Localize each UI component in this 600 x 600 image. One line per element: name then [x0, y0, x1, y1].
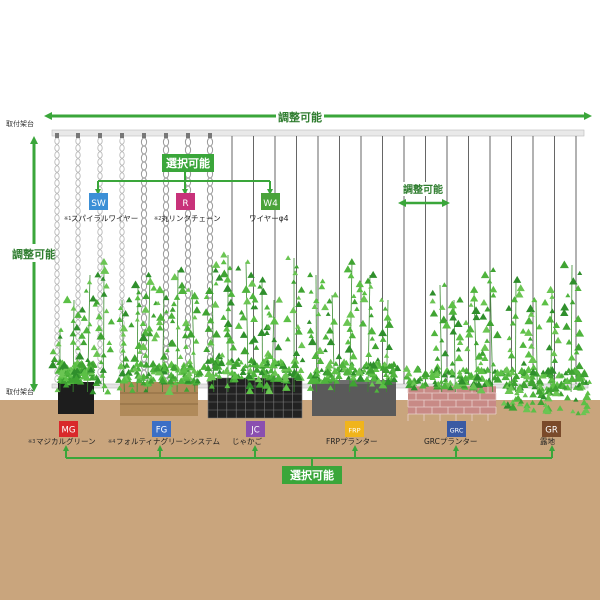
select-bottom-label: 選択可能	[290, 468, 334, 482]
planter-label-gr: 露地	[540, 436, 555, 446]
svg-text:GR: GR	[545, 426, 558, 436]
svg-text:※3: ※3	[28, 439, 35, 445]
svg-text:W4: W4	[263, 199, 278, 209]
svg-text:FRPプランター: FRPプランター	[326, 437, 378, 446]
planter-badge-gr: GR	[542, 421, 561, 437]
svg-text:JC: JC	[250, 426, 260, 436]
svg-text:スパイラルワイヤー: スパイラルワイヤー	[71, 214, 138, 223]
svg-text:じゃかご: じゃかご	[232, 436, 262, 446]
planter-badge-fg: FG	[152, 421, 171, 437]
planter-fg	[120, 382, 198, 416]
svg-text:マジカルグリーン: マジカルグリーン	[36, 436, 96, 446]
planter-label-frp: FRPプランター	[326, 437, 378, 446]
planter-badge-grc: GRC	[447, 421, 466, 437]
svg-text:GRC: GRC	[450, 427, 464, 435]
svg-text:GRCプランター: GRCプランター	[424, 437, 477, 446]
planter-label-jc: じゃかご	[232, 436, 262, 446]
ivy-foliage	[48, 251, 592, 416]
svg-text:MG: MG	[62, 426, 76, 436]
planter-badge-mg: MG	[59, 421, 78, 437]
select-bottom-box	[282, 466, 342, 484]
wire-badge-sw: SW	[89, 193, 108, 210]
adjust-height-label: 調整可能	[12, 247, 56, 261]
top-rail	[51, 129, 585, 137]
wire-label-r: ※2 丸リンクチェーン	[154, 213, 221, 223]
svg-text:露地: 露地	[540, 436, 555, 446]
svg-text:FG: FG	[156, 426, 167, 436]
svg-text:FRP: FRP	[348, 427, 360, 435]
svg-text:ワイヤーφ4: ワイヤーφ4	[249, 214, 289, 223]
ground	[0, 400, 600, 600]
mount-top-label: 取付架台	[6, 119, 34, 128]
wire-group	[54, 133, 577, 387]
svg-text:SW: SW	[91, 199, 106, 209]
svg-text:※2: ※2	[154, 216, 161, 222]
select-top-box	[162, 154, 214, 172]
adjust-width-label: 調整可能	[278, 110, 322, 124]
planter-select-bracket	[63, 445, 555, 466]
planter-jc	[207, 377, 303, 419]
planter-badge-frp: FRP	[345, 421, 364, 437]
wire-badge-r: R	[176, 193, 195, 210]
svg-text:※1: ※1	[64, 216, 71, 222]
svg-text:R: R	[182, 199, 188, 209]
svg-text:※4: ※4	[108, 439, 115, 445]
wire-label-w4: ワイヤーφ4	[249, 214, 289, 223]
planter-badge-jc: JC	[246, 421, 265, 437]
svg-text:フォルティナグリーンシステム: フォルティナグリーンシステム	[116, 436, 220, 446]
adjust-spacing-label: 調整可能	[403, 183, 443, 196]
svg-text:丸リンクチェーン: 丸リンクチェーン	[161, 213, 221, 223]
select-top-label: 選択可能	[166, 156, 210, 170]
planter-label-grc: GRCプランター	[424, 437, 477, 446]
wire-badge-w4: W4	[261, 193, 280, 210]
mount-bottom-label: 取付架台	[6, 387, 34, 396]
wire-label-sw: ※1 スパイラルワイヤー	[64, 214, 138, 223]
